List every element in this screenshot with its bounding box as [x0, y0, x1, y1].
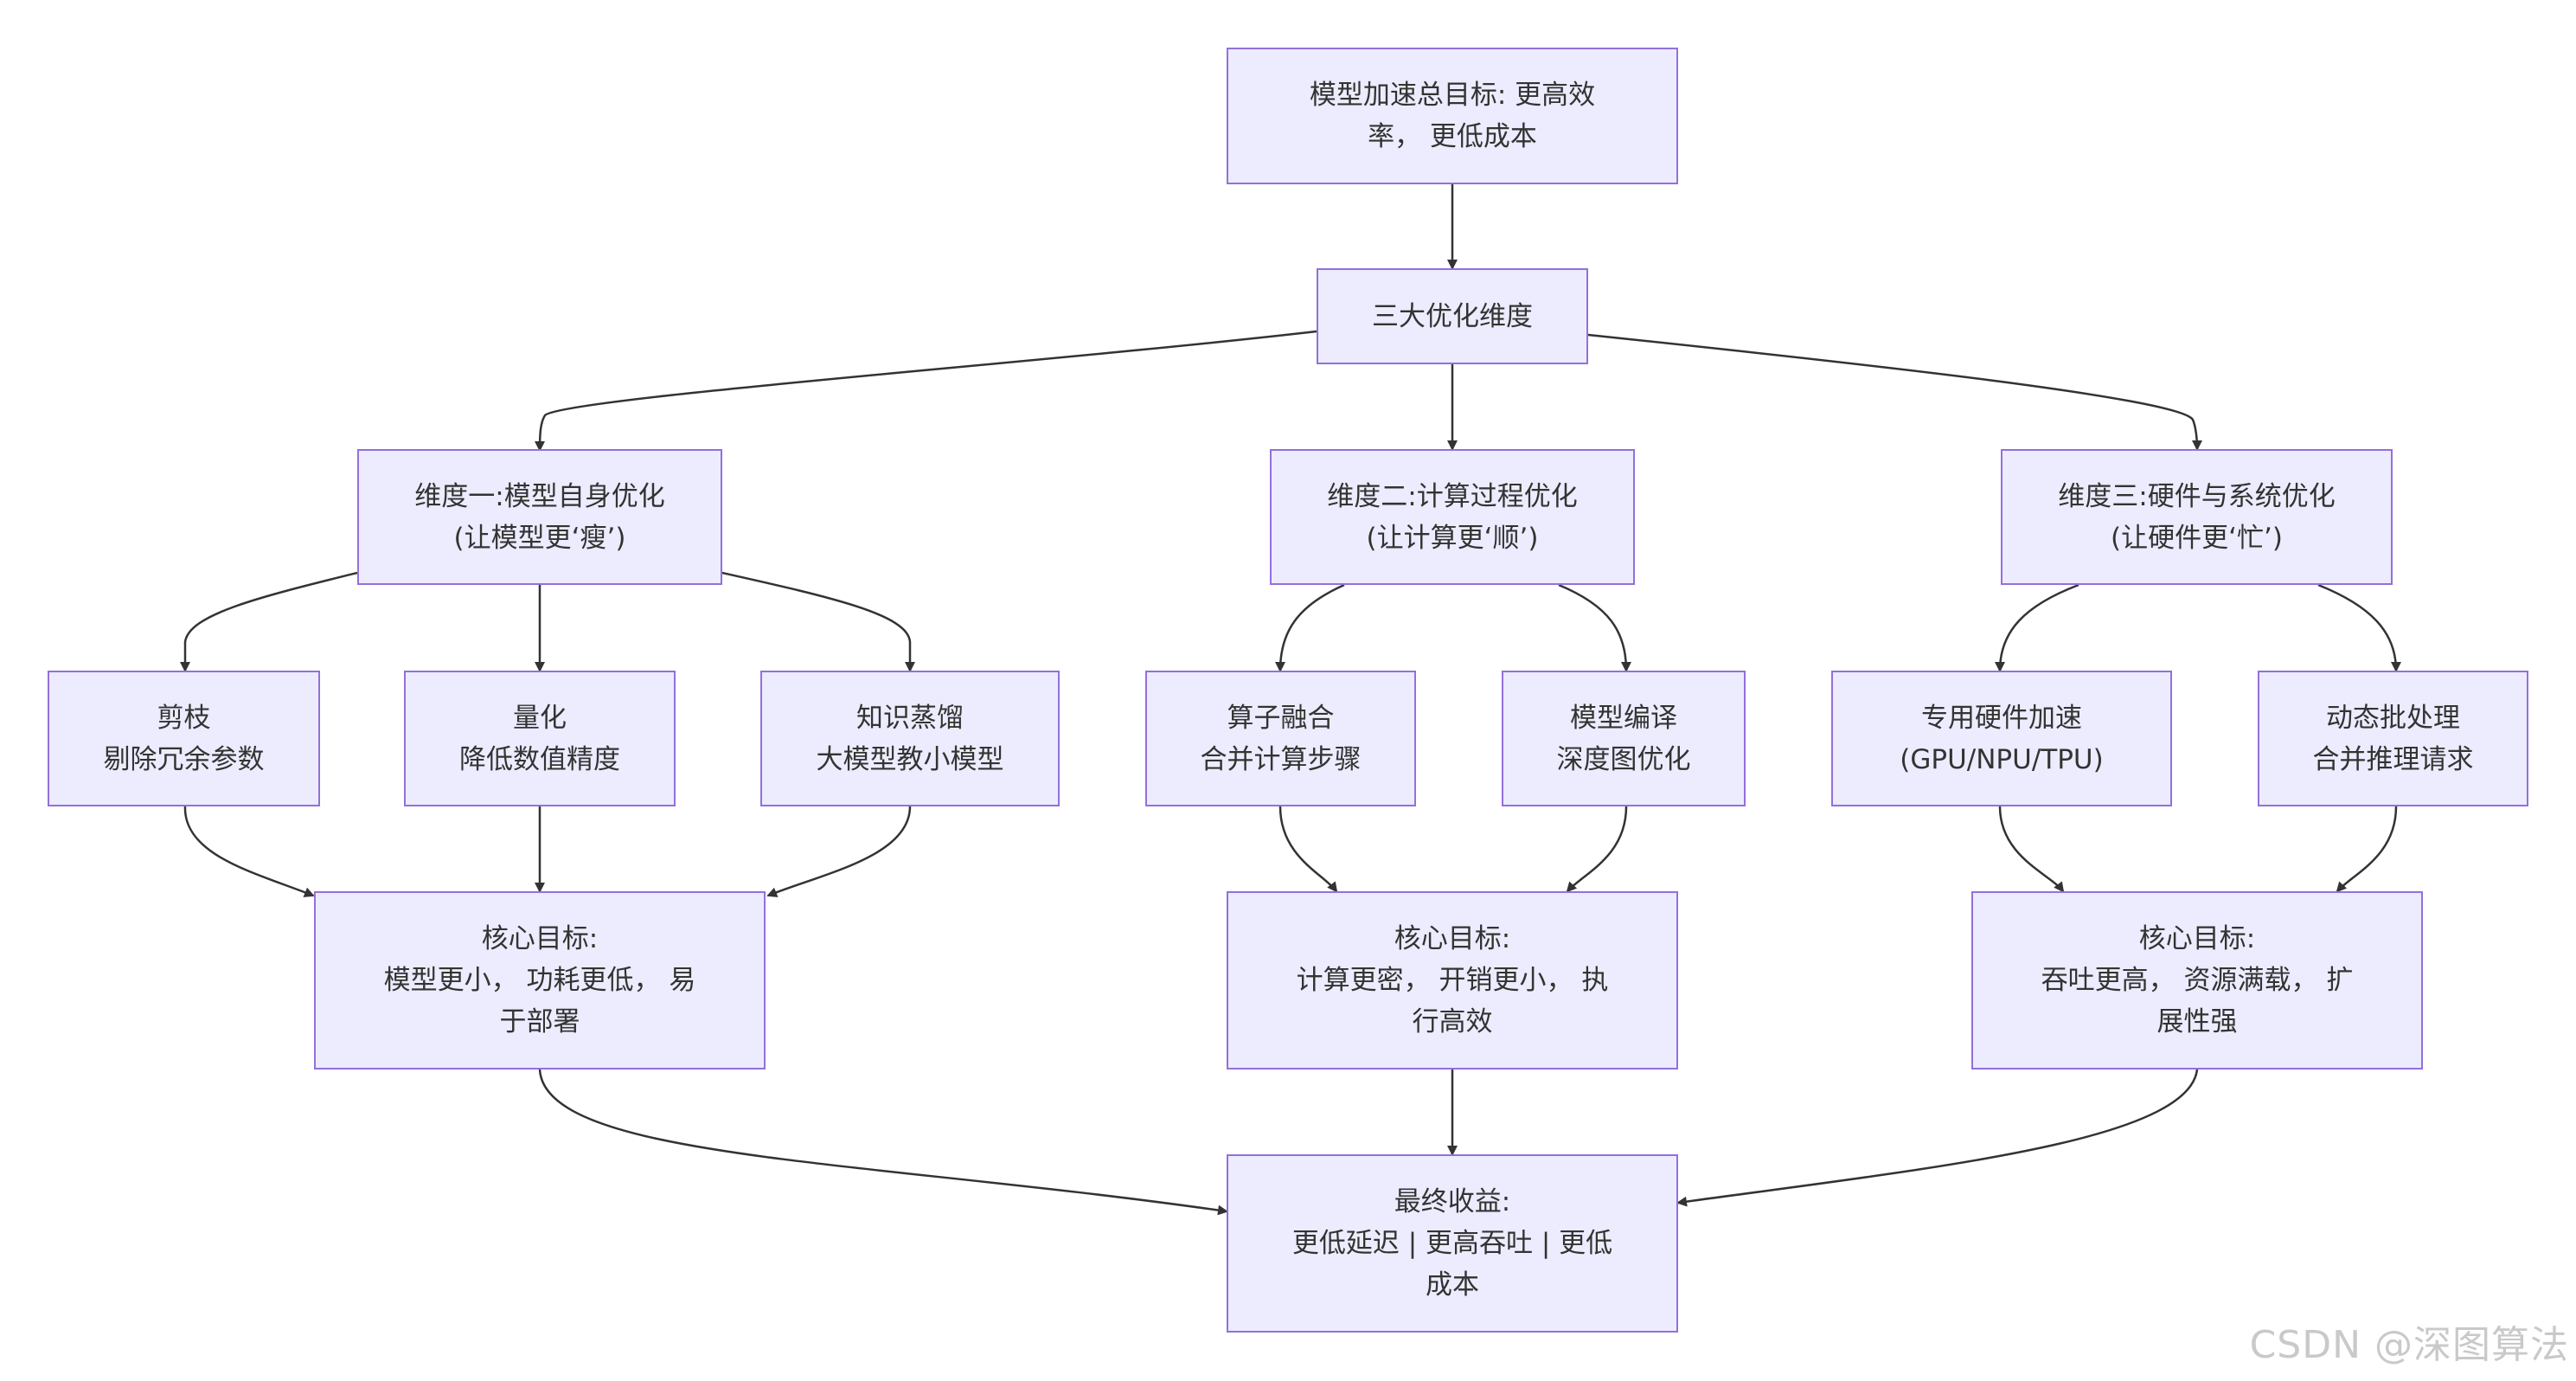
node-text-line: 展性强 — [2156, 1006, 2238, 1037]
node-text-line: 模型编译 — [1570, 702, 1677, 734]
edge-hw-core3 — [1998, 806, 2065, 893]
node-text-line: 动态批处理 — [2326, 702, 2460, 734]
node-text-line: 于部署 — [499, 1006, 580, 1037]
node-text-line: 降低数值精度 — [459, 743, 620, 775]
node-text-line: (GPU/NPU/TPU) — [1900, 743, 2104, 775]
edge-core3-final — [1676, 1069, 2199, 1207]
node-text-line: 更低延迟 | 更高吞吐 | 更低 — [1291, 1228, 1613, 1259]
edge-dim2-fusion — [1275, 583, 1345, 672]
edge-dim3-batch — [2317, 583, 2401, 672]
node-dim2: 维度二:计算过程优化 (让计算更‘顺’) — [1270, 449, 1635, 585]
edge-batch-core3 — [2336, 806, 2398, 893]
node-text-line: 知识蒸馏 — [856, 702, 964, 734]
node-text-line: (让模型更‘瘦’) — [453, 522, 626, 554]
node-compile: 模型编译深度图优化 — [1502, 671, 1746, 806]
node-text-line: 计算更密， 开销更小， 执 — [1296, 965, 1609, 996]
edge-distill-core1 — [766, 806, 912, 897]
node-dimensions: 三大优化维度 — [1317, 268, 1588, 364]
node-text-line: 模型加速总目标: 更高效 — [1309, 80, 1596, 111]
node-text-line: 合并推理请求 — [2312, 743, 2474, 775]
node-text-line: (让硬件更‘忙’) — [2111, 522, 2283, 554]
node-fusion: 算子融合合并计算步骤 — [1145, 671, 1416, 806]
edge-dim1-distill — [721, 571, 915, 672]
node-text-line: 剪枝 — [157, 702, 211, 734]
node-text-line: 率， 更低成本 — [1368, 121, 1537, 152]
node-distill: 知识蒸馏大模型教小模型 — [760, 671, 1060, 806]
node-text-line: 专用硬件加速 — [1921, 702, 2082, 734]
node-text-line: 剔除冗余参数 — [103, 743, 265, 775]
node-text-line: 核心目标: — [2138, 923, 2256, 954]
node-text-line: 核心目标: — [1394, 923, 1511, 954]
watermark: CSDN @深图算法 — [2249, 1323, 2569, 1367]
node-text-line: 三大优化维度 — [1372, 300, 1533, 332]
edge-dim2-compile — [1558, 583, 1631, 672]
node-goal: 模型加速总目标: 更高效率， 更低成本 — [1227, 48, 1678, 184]
node-quant: 量化降低数值精度 — [404, 671, 676, 806]
edge-compile-core2 — [1566, 806, 1628, 893]
node-text-line: 深度图优化 — [1556, 743, 1691, 775]
node-text-line: 大模型教小模型 — [816, 743, 1004, 775]
node-text-line: 量化 — [513, 702, 567, 734]
node-text-line: 成本 — [1426, 1269, 1479, 1301]
node-core2: 核心目标: 计算更密， 开销更小， 执行高效 — [1227, 891, 1678, 1069]
node-text-line: 行高效 — [1412, 1006, 1493, 1037]
node-dim1: 维度一:模型自身优化 (让模型更‘瘦’) — [357, 449, 722, 585]
node-text-line: 核心目标: — [481, 923, 599, 954]
edge-dim3-hw — [1995, 583, 2079, 672]
node-text-line: (让计算更‘顺’) — [1366, 522, 1539, 554]
node-text-line: 合并计算步骤 — [1200, 743, 1362, 775]
edge-fusion-core2 — [1278, 806, 1338, 893]
node-final: 最终收益: 更低延迟 | 更高吞吐 | 更低成本 — [1227, 1154, 1678, 1333]
node-text-line: 维度二:计算过程优化 — [1327, 480, 1578, 512]
node-text-line: 模型更小， 功耗更低， 易 — [383, 965, 696, 996]
node-text-line: 最终收益: — [1394, 1186, 1511, 1217]
edge-dimensions-dim1 — [535, 330, 1317, 452]
node-text-line: 吞吐更高， 资源满载， 扩 — [2041, 965, 2354, 996]
node-core3: 核心目标: 吞吐更高， 资源满载， 扩展性强 — [1971, 891, 2423, 1069]
node-dim3: 维度三:硬件与系统优化 (让硬件更‘忙’) — [2001, 449, 2393, 585]
edge-core1-final — [538, 1069, 1228, 1216]
node-core1: 核心目标: 模型更小， 功耗更低， 易于部署 — [314, 891, 766, 1069]
edge-dimensions-dim3 — [1587, 333, 2202, 451]
node-batch: 动态批处理合并推理请求 — [2258, 671, 2528, 806]
edge-pruning-core1 — [183, 806, 315, 897]
node-pruning: 剪枝剔除冗余参数 — [48, 671, 320, 806]
node-text-line: 维度一:模型自身优化 — [414, 480, 665, 512]
node-hw: 专用硬件加速 (GPU/NPU/TPU) — [1831, 671, 2172, 806]
node-text-line: 维度三:硬件与系统优化 — [2058, 480, 2336, 512]
edge-dim1-pruning — [180, 571, 358, 672]
node-text-line: 算子融合 — [1227, 702, 1335, 734]
